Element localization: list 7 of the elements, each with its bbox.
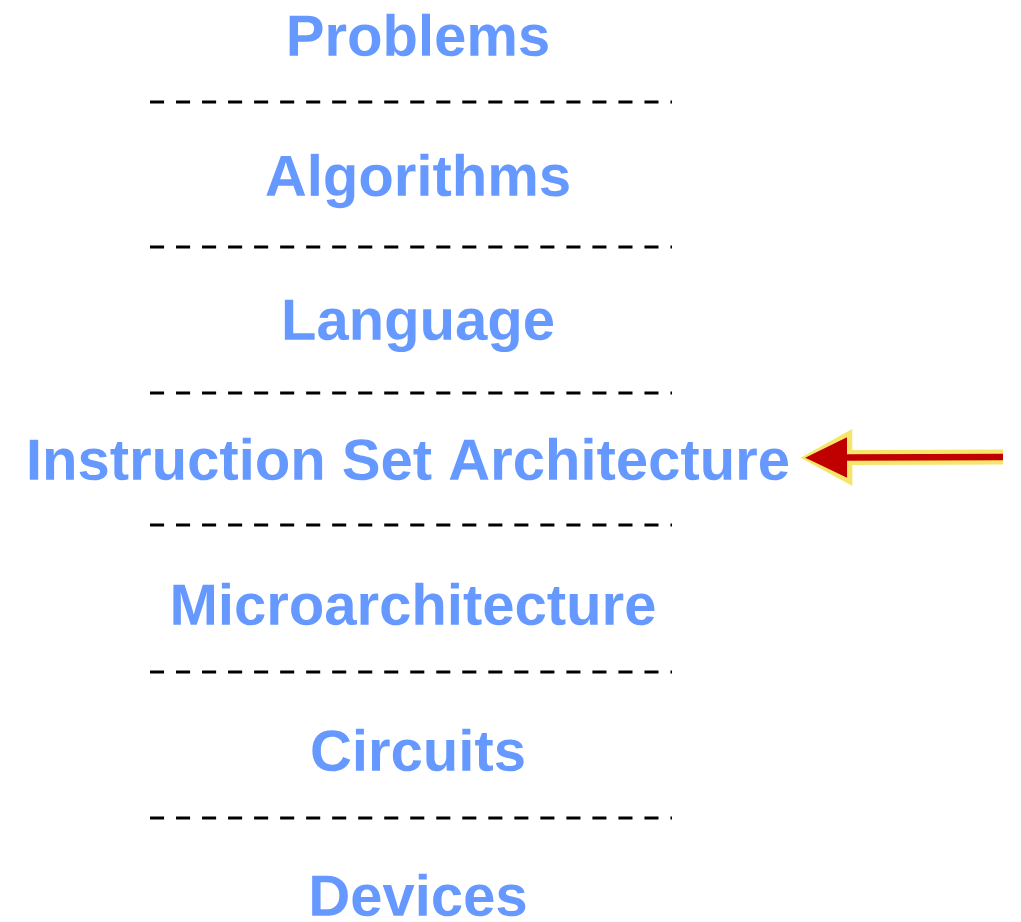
layer-label: Devices xyxy=(312,873,526,917)
layer-label: Problems xyxy=(289,13,548,57)
layer-label: Language xyxy=(284,299,554,353)
layer-label: Algorithms xyxy=(266,153,569,209)
layer-label: Microarchitecture xyxy=(173,582,655,626)
layer-label: Instruction Set Architecture xyxy=(29,437,788,481)
layer-label: Circuits xyxy=(312,728,524,772)
